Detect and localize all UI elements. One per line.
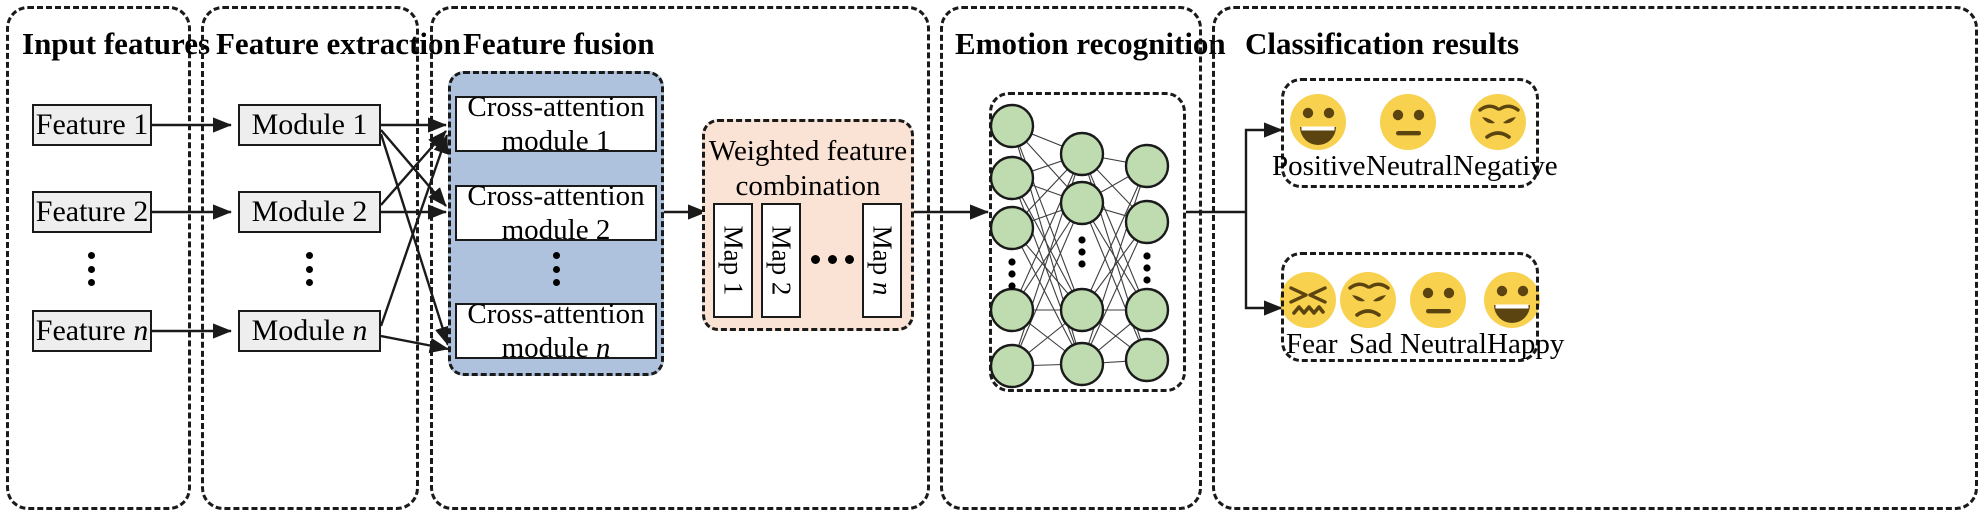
input-features-ellipsis-icon: [88, 252, 95, 286]
panel-title-input-features: Input features: [22, 26, 211, 61]
map-box-n[interactable]: Map n: [862, 203, 902, 318]
map-box-2[interactable]: Map 2: [761, 203, 801, 318]
panel-input-features: [6, 6, 191, 510]
feature-box-n[interactable]: Feature n: [32, 310, 152, 352]
panel-title-feature-extraction: Feature extraction: [216, 26, 461, 61]
panel-classification-results: [1212, 6, 1978, 510]
classification-group-four-class: [1281, 252, 1539, 362]
neural-network-box: [989, 92, 1186, 392]
module-box-1[interactable]: Module 1: [238, 104, 381, 146]
classification-group-three-class: [1281, 78, 1539, 188]
map-box-n-label: Map n: [867, 225, 898, 296]
module-box-2[interactable]: Module 2: [238, 191, 381, 233]
panel-title-classification-results: Classification results: [1245, 26, 1520, 61]
feature-box-1-label: Feature 1: [35, 108, 149, 141]
class-label-positive: Positive: [1272, 150, 1366, 182]
module-box-1-label: Module 1: [251, 108, 368, 141]
class-label-fear: Fear: [1286, 328, 1338, 360]
cross-attention-ellipsis-icon: [553, 252, 560, 286]
feature-box-1[interactable]: Feature 1: [32, 104, 152, 146]
module-box-n-label: Module n: [251, 314, 368, 347]
feature-box-2-label: Feature 2: [35, 195, 149, 228]
feature-extraction-ellipsis-icon: [306, 252, 313, 286]
module-box-n[interactable]: Module n: [238, 310, 381, 352]
panel-title-emotion-recognition: Emotion recognition: [955, 26, 1226, 61]
module-box-2-label: Module 2: [251, 195, 368, 228]
class-label-negative: Negative: [1453, 150, 1558, 182]
map-ellipsis-icon: [811, 255, 854, 264]
panel-feature-extraction: [201, 6, 419, 510]
feature-box-2[interactable]: Feature 2: [32, 191, 152, 233]
panel-title-feature-fusion: Feature fusion: [463, 26, 655, 61]
class-label-neutral-top: Neutral: [1366, 150, 1453, 182]
map-box-2-label: Map 2: [766, 225, 797, 296]
class-label-happy: Happy: [1487, 328, 1565, 360]
panel-emotion-recognition: [940, 6, 1202, 510]
map-box-1-label: Map 1: [718, 225, 749, 296]
panel-feature-fusion: [430, 6, 930, 510]
feature-box-n-label: Feature n: [35, 314, 149, 347]
class-label-neutral-bottom: Neutral: [1400, 328, 1487, 360]
class-label-sad: Sad: [1349, 328, 1393, 360]
map-box-1[interactable]: Map 1: [713, 203, 753, 318]
